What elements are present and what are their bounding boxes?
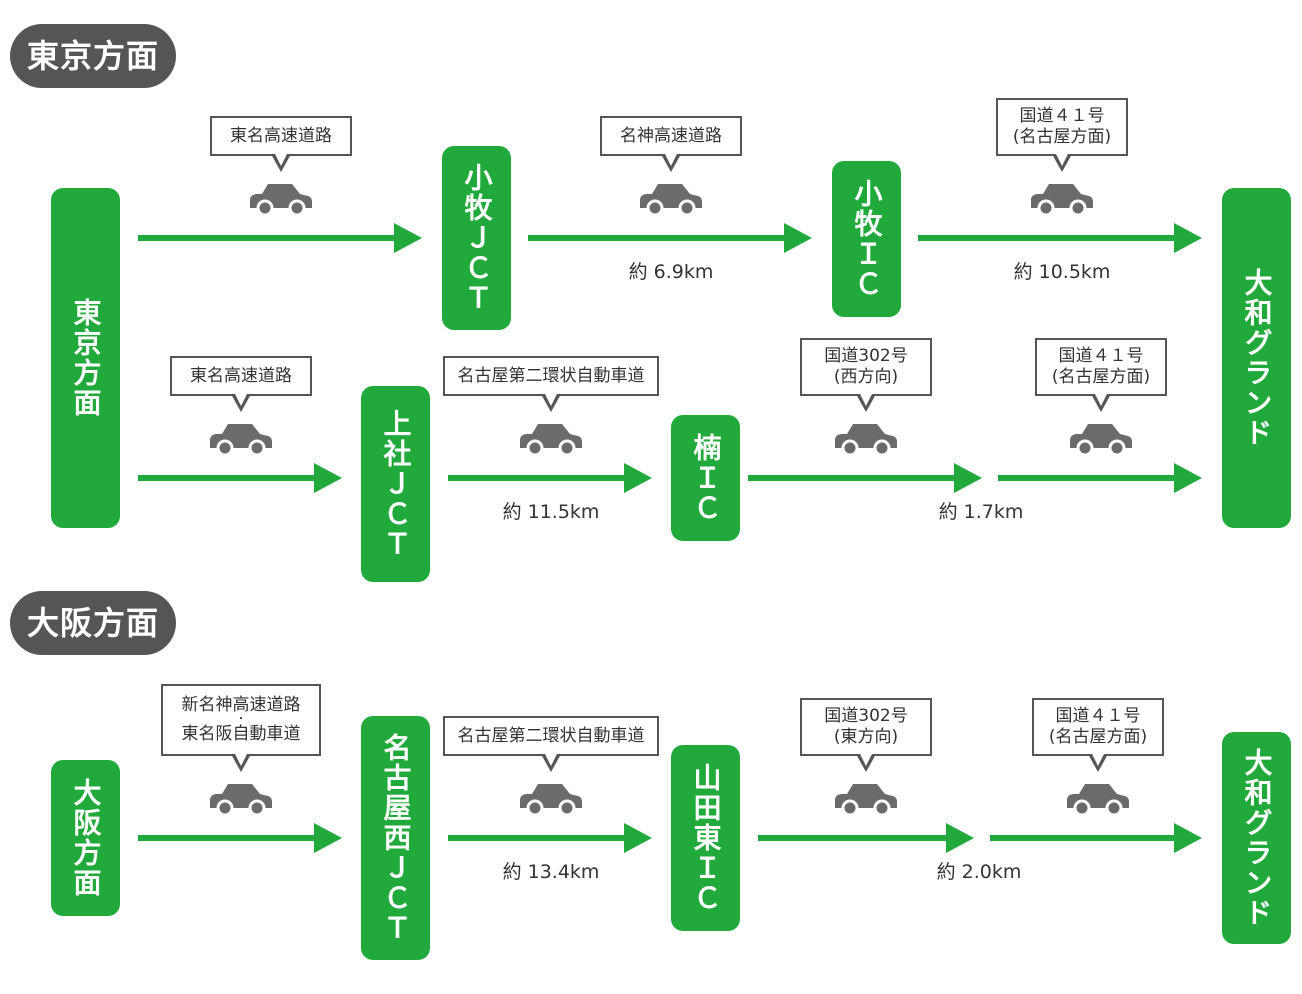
distance-label: 約 11.5km xyxy=(502,501,600,523)
arrow-right-icon xyxy=(990,823,1202,853)
callout-route302-west: 国道302号 (西方向) xyxy=(800,338,932,396)
node-yamato-grand-1: 大和グランド xyxy=(1222,188,1291,528)
node-komaki-ic: 小牧ＩＣ xyxy=(832,161,901,317)
arrow-right-icon xyxy=(748,463,982,493)
arrow-right-icon xyxy=(528,223,812,253)
car-icon xyxy=(520,424,582,456)
distance-label: 約 2.0km xyxy=(936,861,1022,883)
car-icon xyxy=(520,784,582,816)
arrow-right-icon xyxy=(138,223,422,253)
car-icon xyxy=(640,184,702,216)
callout-tail xyxy=(231,752,251,772)
car-icon xyxy=(1031,184,1093,216)
callout-route41-3: 国道４１号 (名古屋方面) xyxy=(1032,698,1164,756)
node-kusunoki-ic: 楠ＩＣ xyxy=(671,415,740,541)
car-icon xyxy=(835,784,897,816)
callout-tail xyxy=(231,392,251,412)
node-nagoya-nishi-jct: 名古屋西ＪＣＴ xyxy=(361,716,430,960)
callout-tail xyxy=(1091,392,1111,412)
callout-tail xyxy=(1088,752,1108,772)
callout-tail xyxy=(541,392,561,412)
node-osaka: 大阪方面 xyxy=(51,760,120,916)
node-yamato-grand-2: 大和グランド xyxy=(1222,732,1291,944)
arrow-right-icon xyxy=(138,463,342,493)
car-icon xyxy=(250,184,312,216)
callout-shinmeishin: 新名神高速道路 ・ 東名阪自動車道 xyxy=(161,684,321,756)
callout-nagoya2-2: 名古屋第二環状自動車道 xyxy=(443,716,659,756)
callout-tail xyxy=(661,152,681,172)
callout-tomei-1: 東名高速道路 xyxy=(210,116,352,156)
callout-tail xyxy=(856,752,876,772)
arrow-right-icon xyxy=(998,463,1202,493)
arrow-right-icon xyxy=(448,823,652,853)
node-kamiyashiro-jct: 上社ＪＣＴ xyxy=(361,386,430,582)
callout-route302-east: 国道302号 (東方向) xyxy=(800,698,932,756)
node-yamada-higashi-ic: 山田東ＩＣ xyxy=(671,745,740,931)
callout-tail xyxy=(1052,152,1072,172)
arrow-right-icon xyxy=(758,823,974,853)
callout-tail xyxy=(541,752,561,772)
car-icon xyxy=(1070,424,1132,456)
distance-label: 約 1.7km xyxy=(938,501,1024,523)
distance-label: 約 6.9km xyxy=(628,261,714,283)
callout-route41-2: 国道４１号 (名古屋方面) xyxy=(1035,338,1167,396)
node-tokyo: 東京方面 xyxy=(51,188,120,528)
node-komaki-jct: 小牧ＪＣＴ xyxy=(442,146,511,330)
car-icon xyxy=(210,424,272,456)
section-title-tokyo: 東京方面 xyxy=(10,24,176,88)
arrow-right-icon xyxy=(918,223,1202,253)
arrow-right-icon xyxy=(138,823,342,853)
arrow-right-icon xyxy=(448,463,652,493)
car-icon xyxy=(1067,784,1129,816)
distance-label: 約 13.4km xyxy=(502,861,600,883)
distance-label: 約 10.5km xyxy=(1013,261,1111,283)
car-icon xyxy=(835,424,897,456)
callout-nagoya2-1: 名古屋第二環状自動車道 xyxy=(443,356,659,396)
callout-tail xyxy=(856,392,876,412)
callout-meishin: 名神高速道路 xyxy=(600,116,742,156)
callout-tail xyxy=(271,152,291,172)
callout-tomei-2: 東名高速道路 xyxy=(170,356,312,396)
section-title-osaka: 大阪方面 xyxy=(10,591,176,655)
callout-route41-1: 国道４１号 (名古屋方面) xyxy=(996,98,1128,156)
car-icon xyxy=(210,784,272,816)
